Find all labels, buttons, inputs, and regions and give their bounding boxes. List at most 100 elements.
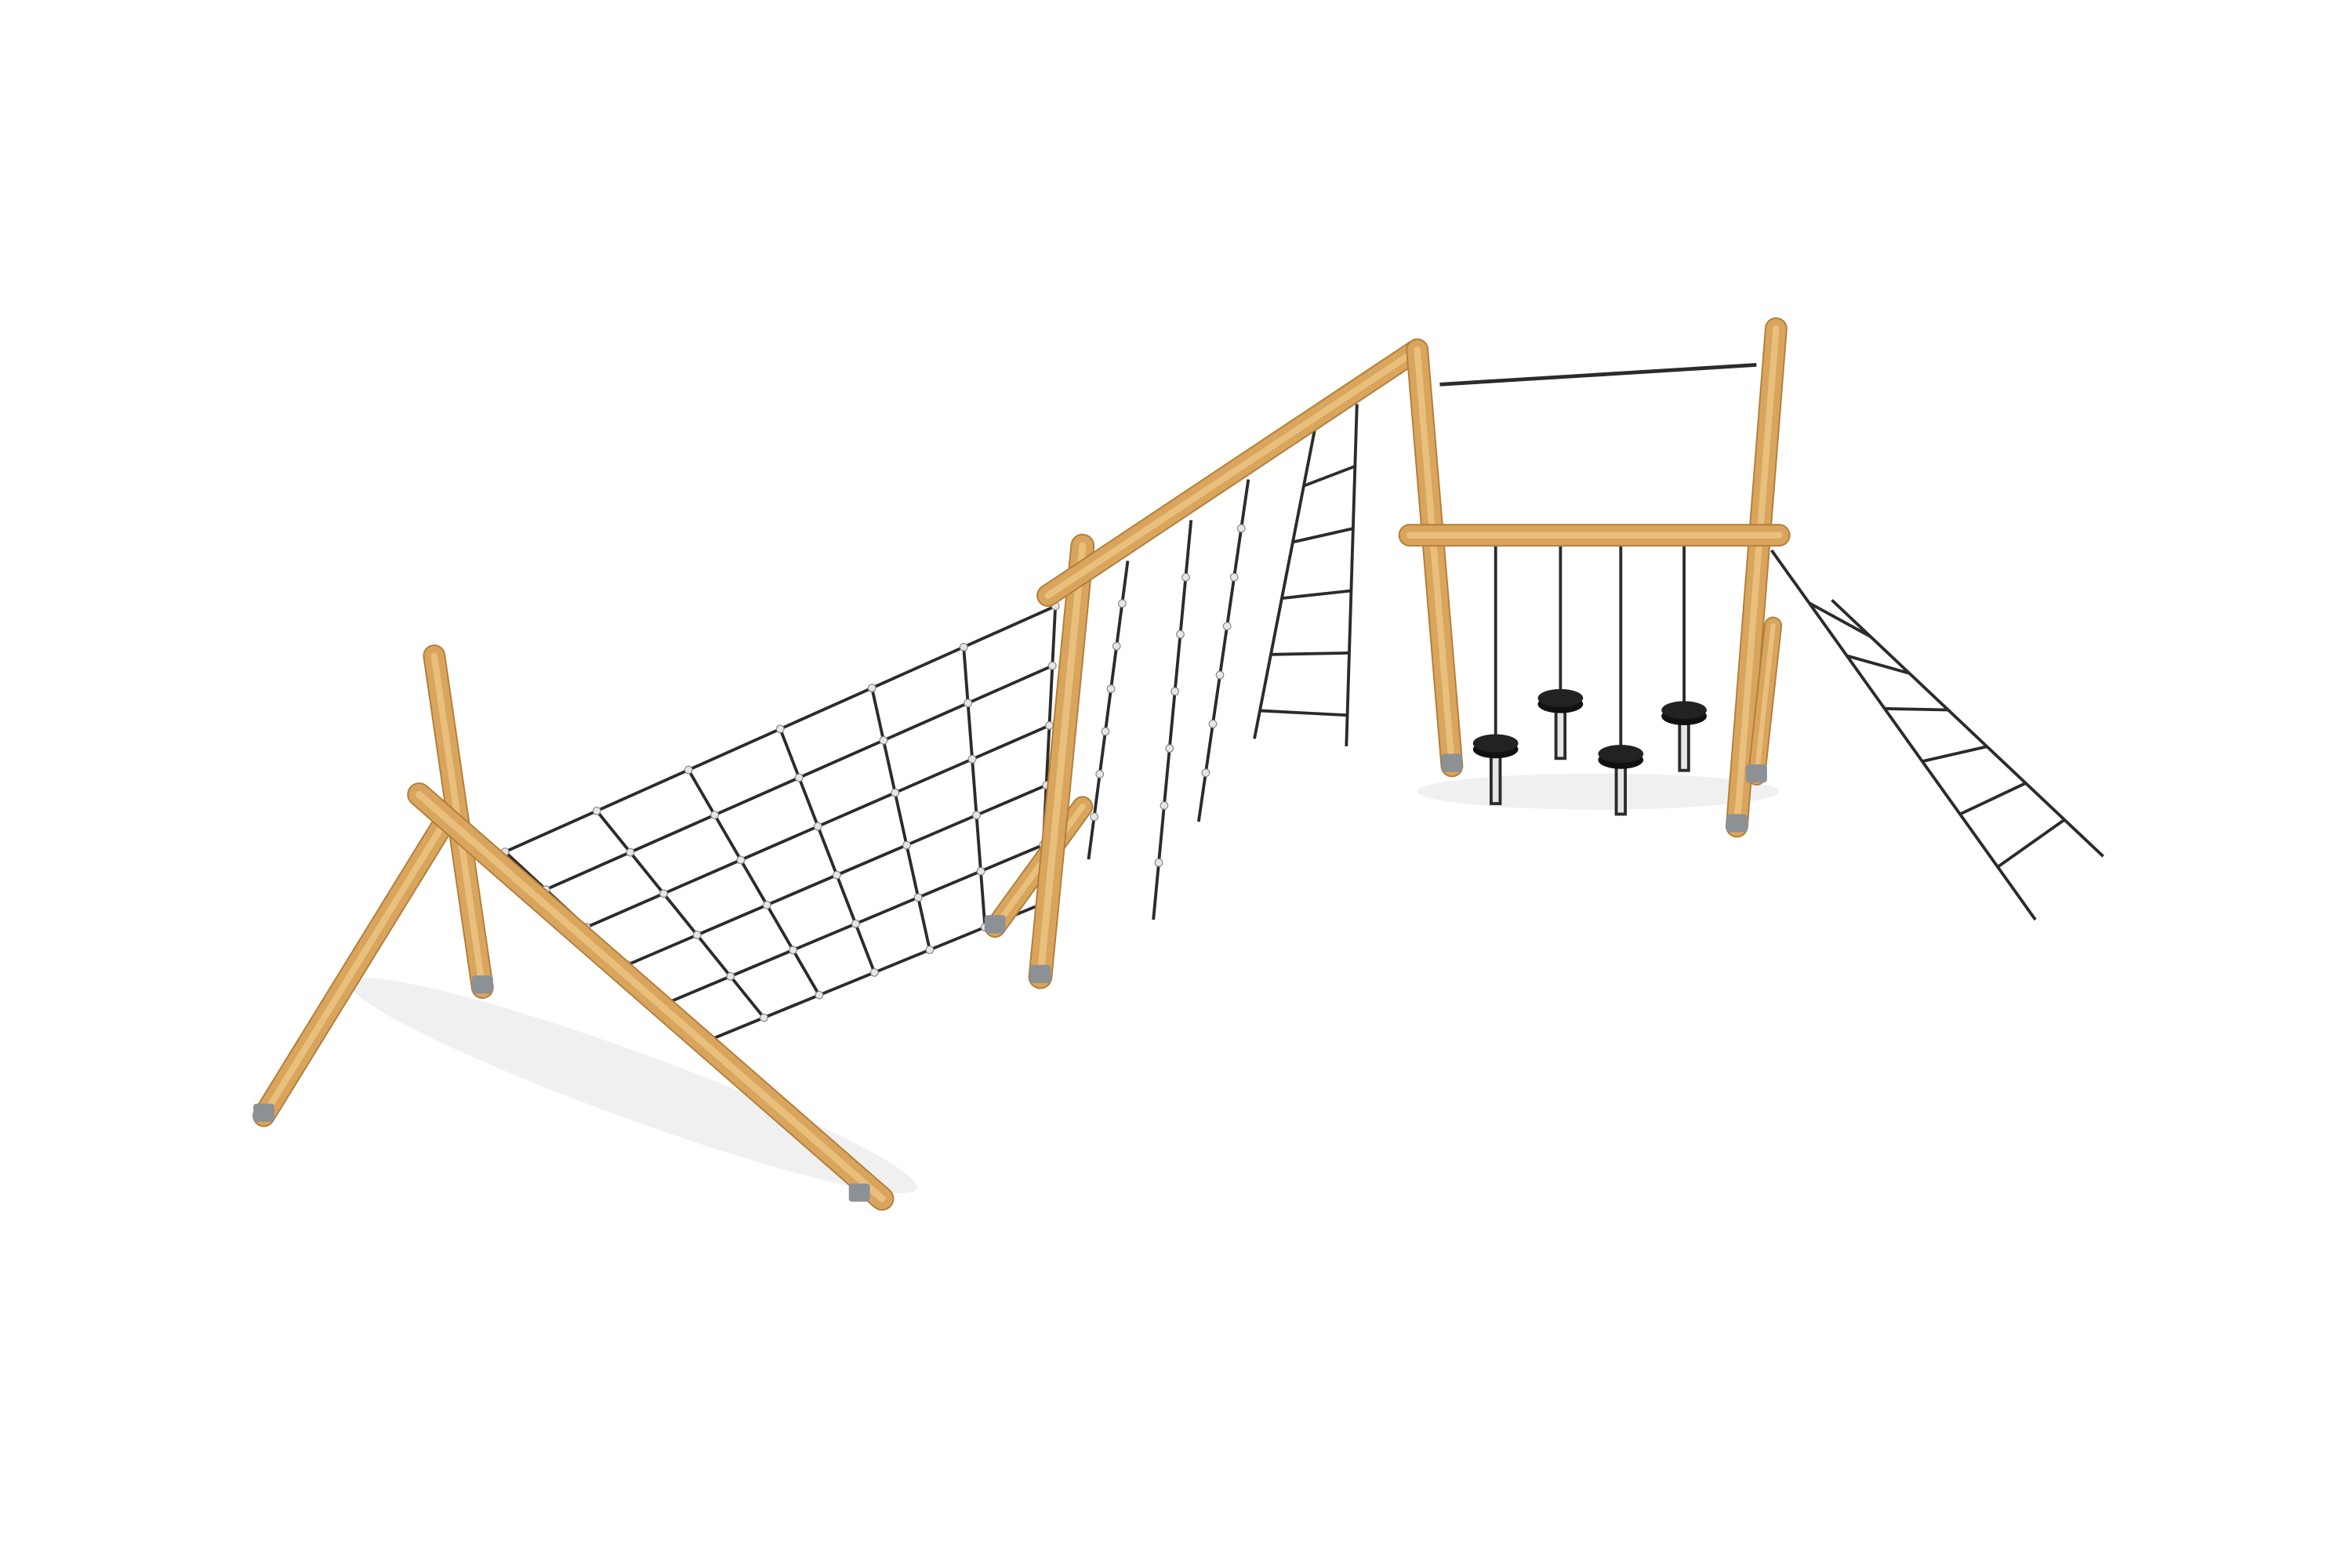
rope-knot <box>1176 630 1185 639</box>
net-knot <box>967 754 977 764</box>
rope-knot <box>1229 572 1239 582</box>
ladder-side-rope <box>1831 598 2105 858</box>
rope-knot <box>1201 768 1210 778</box>
rope-knot <box>1090 812 1098 822</box>
left-leg-log-highlight <box>260 818 448 1120</box>
metal-foot <box>984 915 1006 934</box>
net-knot <box>592 806 601 815</box>
metal-foot <box>1726 814 1748 833</box>
metal-foot <box>1745 764 1767 783</box>
short-post-highlight <box>1754 622 1776 779</box>
rope-knot <box>1160 801 1169 810</box>
ladder-side-rope <box>1345 404 1359 746</box>
net-knot <box>959 642 968 652</box>
balance-disc <box>1537 688 1584 707</box>
net-knot <box>726 971 735 981</box>
net-knot <box>1045 721 1054 730</box>
diagonal-top-beam-highlight <box>1044 346 1421 599</box>
ladder-rung <box>1884 706 1948 712</box>
ladder-rung <box>1292 527 1354 544</box>
net-knot <box>789 946 797 955</box>
ladder-rung <box>1996 818 2066 869</box>
net-knot <box>794 773 804 782</box>
rope-knot <box>1236 524 1246 533</box>
metal-foot <box>1029 964 1051 983</box>
net-knot <box>902 840 911 850</box>
rope-knot <box>1101 727 1110 736</box>
net-knot <box>972 811 981 820</box>
net-knot <box>775 724 785 734</box>
metal-foot <box>471 975 493 994</box>
chain-end <box>1678 720 1690 772</box>
net-knot <box>964 699 973 708</box>
net-knot <box>815 990 824 1000</box>
middle-post-highlight <box>1036 542 1087 981</box>
net-knot <box>684 765 693 775</box>
net-rope-vertical <box>779 728 877 974</box>
net-knot <box>913 893 923 902</box>
net-knot <box>879 735 888 745</box>
net-knot <box>736 855 746 865</box>
ladder-rung <box>1270 651 1350 656</box>
net-knot <box>692 931 702 939</box>
balance-disc <box>1661 701 1707 720</box>
swing-discs <box>1472 688 1707 769</box>
chain-end <box>1490 753 1502 805</box>
rope-knot <box>1117 599 1127 608</box>
net-knot <box>759 1013 768 1022</box>
climbing-rope <box>1152 520 1193 920</box>
ladder-rung <box>1259 709 1348 717</box>
climbing-rope <box>1196 479 1250 822</box>
rope-knot <box>1154 858 1163 867</box>
rope-knot <box>1208 719 1218 728</box>
chain-end <box>1614 764 1627 816</box>
ladder-rung <box>1846 654 1910 675</box>
rope-knot <box>1165 744 1174 753</box>
metal-foot <box>1441 753 1463 772</box>
net-rope-vertical <box>962 647 987 927</box>
balance-disc <box>1472 734 1519 753</box>
rope-knot <box>1181 572 1190 582</box>
chain-end <box>1554 708 1567 760</box>
top-wire <box>1439 362 1757 387</box>
right-post-highlight <box>1733 325 1780 830</box>
net-knot <box>976 866 985 876</box>
metal-foot <box>253 1103 274 1122</box>
net-rope-vertical <box>595 810 765 1019</box>
wooden-logs <box>252 317 1791 1211</box>
rope-knot <box>1222 622 1232 631</box>
net-knot <box>867 684 877 692</box>
rope-knot <box>1215 670 1225 680</box>
ladder-side-rope <box>1770 549 2037 921</box>
rope-knot <box>1112 641 1121 651</box>
net-knot <box>1047 661 1057 670</box>
rope-knot <box>1171 687 1180 696</box>
net-knot <box>710 811 719 819</box>
net-knot <box>870 968 879 977</box>
center-post-highlight <box>1414 346 1456 770</box>
ropes <box>500 362 2105 1045</box>
ground-shadows <box>349 773 1780 1194</box>
net-knot <box>891 788 900 797</box>
net-rope-vertical <box>687 769 821 996</box>
ladder-rung <box>1959 782 2027 816</box>
net-knot <box>762 900 771 909</box>
net-knot <box>832 870 841 880</box>
rope-knot <box>1106 684 1116 693</box>
net-knot <box>813 822 822 831</box>
net-rope-vertical <box>870 688 931 950</box>
climbing-rope <box>1087 561 1130 860</box>
net-knot <box>925 946 935 954</box>
net-knot <box>851 919 860 928</box>
net-knot <box>626 848 635 857</box>
rope-knot <box>1095 769 1105 779</box>
diagonal-ground-log-highlight <box>416 790 886 1203</box>
net-knot <box>659 889 668 898</box>
balance-disc <box>1598 745 1644 764</box>
ladder-rung <box>1303 464 1356 488</box>
ladder-rung <box>1281 589 1352 601</box>
ladder-side-rope <box>1253 429 1316 739</box>
ladder-rung <box>1808 601 1871 638</box>
brace-log-highlight <box>992 804 1086 931</box>
